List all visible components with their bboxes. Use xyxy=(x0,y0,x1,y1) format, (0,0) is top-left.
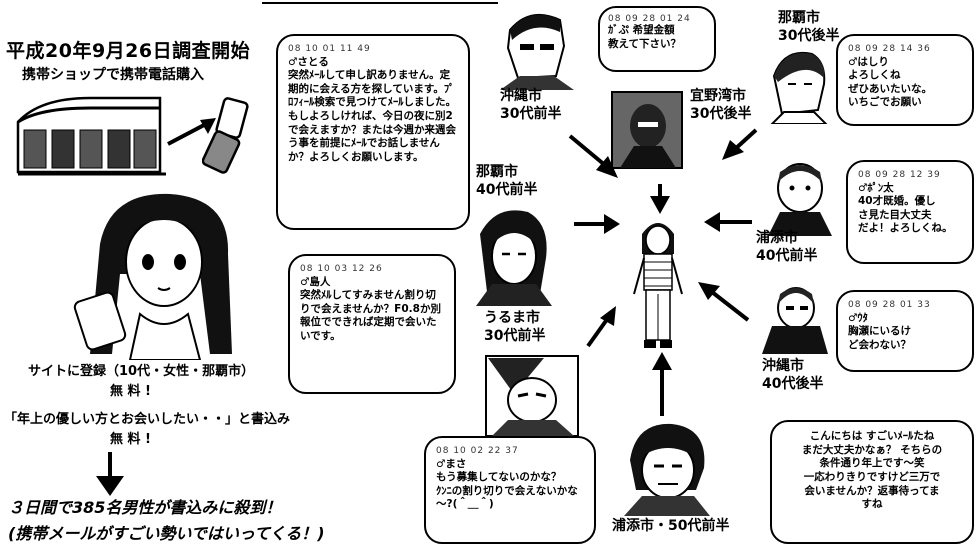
message-text: 40才既婚。優し さ見た目大丈夫 だよ！よろしくね。 xyxy=(858,195,953,235)
message-sender: ♂さとる xyxy=(288,56,329,68)
woman-center-figure xyxy=(633,223,683,348)
person-label-naha-40a: 那覇市 40代前半 xyxy=(476,164,538,198)
subtitle: 携帯ショップで携帯電話購入 xyxy=(22,67,204,83)
girl-illustration xyxy=(73,193,232,360)
message-sender: ♂ｳﾀ xyxy=(848,312,868,324)
person-label-uruma-30: うるま市 30代前半 xyxy=(484,310,546,344)
message-timestamp: 08 09 28 12 39 xyxy=(858,170,941,180)
message-sender: ♂まさ xyxy=(436,458,467,470)
post-label: 「年上の優しい方とお会いしたい・・」と書込み xyxy=(4,412,291,427)
message-text: 突然ﾒﾙしてすみません割り切りで会えませんか？F0.8か別報位でできれば定期で会… xyxy=(300,289,441,342)
message-text: もう募集してないのかな？ ｸﾝﾆの割り切りで会えないかな～?(＾＿＾) xyxy=(436,471,578,511)
person-label-okinawa-40b: 沖縄市 40代後半 xyxy=(762,358,824,392)
man-portrait-okinawa-30 xyxy=(500,13,574,90)
person-label-ginowan-30: 宜野湾市 30代後半 xyxy=(690,88,752,122)
message-sender: ♂はしり xyxy=(848,56,889,68)
message-timestamp: 08 09 28 01 24 xyxy=(608,14,691,24)
message-text: よろしくね ぜひあいたいな。 いちごでお願い xyxy=(848,69,932,109)
message-timestamp: 08 10 02 22 37 xyxy=(436,446,519,456)
man-portrait-urasoe-50 xyxy=(624,423,710,516)
person-label-urasoe-40: 浦添市 40代前半 xyxy=(756,230,818,264)
message-timestamp: 08 09 28 01 33 xyxy=(848,300,931,310)
man-portrait-naha-40a xyxy=(476,210,552,306)
register-label: サイトに登録（10代・女性・那覇市） xyxy=(28,364,255,379)
message-text: ｶﾞぷ 希望金額 教えて下さい？ xyxy=(608,24,681,50)
message-bubble-hashiri: 08 09 28 14 36 ♂はしり よろしくね ぜひあいたいな。 いちごでお… xyxy=(836,34,974,126)
message-sender: ♂ﾎﾟﾝ太 xyxy=(858,182,894,194)
person-label-urasoe-50: 浦添市・50代前半 xyxy=(612,518,730,534)
phone-icon xyxy=(202,97,249,174)
person-label-okinawa-30: 沖縄市 30代前半 xyxy=(500,88,562,122)
person-label-naha-30b: 那覇市 30代後半 xyxy=(778,10,840,44)
message-text: 胸瀬にいるけ ど会わない？ xyxy=(848,325,911,351)
man-portrait-naha-30b xyxy=(770,52,828,124)
free-label-1: 無 料 ! xyxy=(110,384,151,399)
message-bubble-urasoe-50: こんにちは すごいﾒｰﾙたね まだ大丈夫かなぁ？ そちらの 条件通り年上です～笑… xyxy=(770,420,974,544)
message-sender: ♂島人 xyxy=(300,276,331,288)
message-bubble-masa: 08 10 02 22 37 ♂まさ もう募集してないのかな？ ｸﾝﾆの割り切り… xyxy=(424,436,596,544)
message-bubble-ginowan: 08 09 28 01 24 ｶﾞぷ 希望金額 教えて下さい？ xyxy=(598,6,716,72)
message-bubble-shimaju: 08 10 03 12 26 ♂島人 突然ﾒﾙしてすみません割り切りで会えません… xyxy=(288,254,456,394)
message-bubble-pon: 08 09 28 12 39 ♂ﾎﾟﾝ太 40才既婚。優し さ見た目大丈夫 だよ… xyxy=(846,160,974,264)
message-timestamp: 08 10 01 11 49 xyxy=(288,44,371,54)
message-bubble-uta: 08 09 28 01 33 ♂ｳﾀ 胸瀬にいるけ ど会わない？ xyxy=(836,290,974,372)
message-bubble-satoru: 08 10 01 11 49 ♂さとる 突然ﾒｰﾙして申し訳ありません。定期的に… xyxy=(276,34,470,230)
man-portrait-urasoe-40 xyxy=(768,163,832,236)
message-timestamp: 08 10 03 12 26 xyxy=(300,264,383,274)
message-text: こんにちは すごいﾒｰﾙたね まだ大丈夫かなぁ？ そちらの 条件通り年上です～笑… xyxy=(801,430,943,511)
page-title: 平成20年9月26日調査開始 xyxy=(6,40,251,62)
result-line-2: (携帯メールがすごい勢いではいってくる！) xyxy=(8,524,325,543)
arrow-shop-to-phone xyxy=(167,118,216,146)
free-label-2: 無 料 ! xyxy=(110,432,151,447)
man-portrait-uruma-30 xyxy=(485,355,579,437)
man-portrait-ginowan-30 xyxy=(611,91,683,169)
result-line-1: ３日間で385名男性が書込みに殺到！ xyxy=(8,498,282,517)
message-timestamp: 08 09 28 14 36 xyxy=(848,44,931,54)
shop-illustration xyxy=(16,96,166,176)
man-portrait-okinawa-40b xyxy=(762,287,828,354)
arrow-down-left xyxy=(96,452,124,496)
top-rule xyxy=(262,2,498,4)
message-text: 突然ﾒｰﾙして申し訳ありません。定期的に会える方を探しています。ﾌﾟﾛﾌｨｰﾙ検… xyxy=(288,69,456,163)
